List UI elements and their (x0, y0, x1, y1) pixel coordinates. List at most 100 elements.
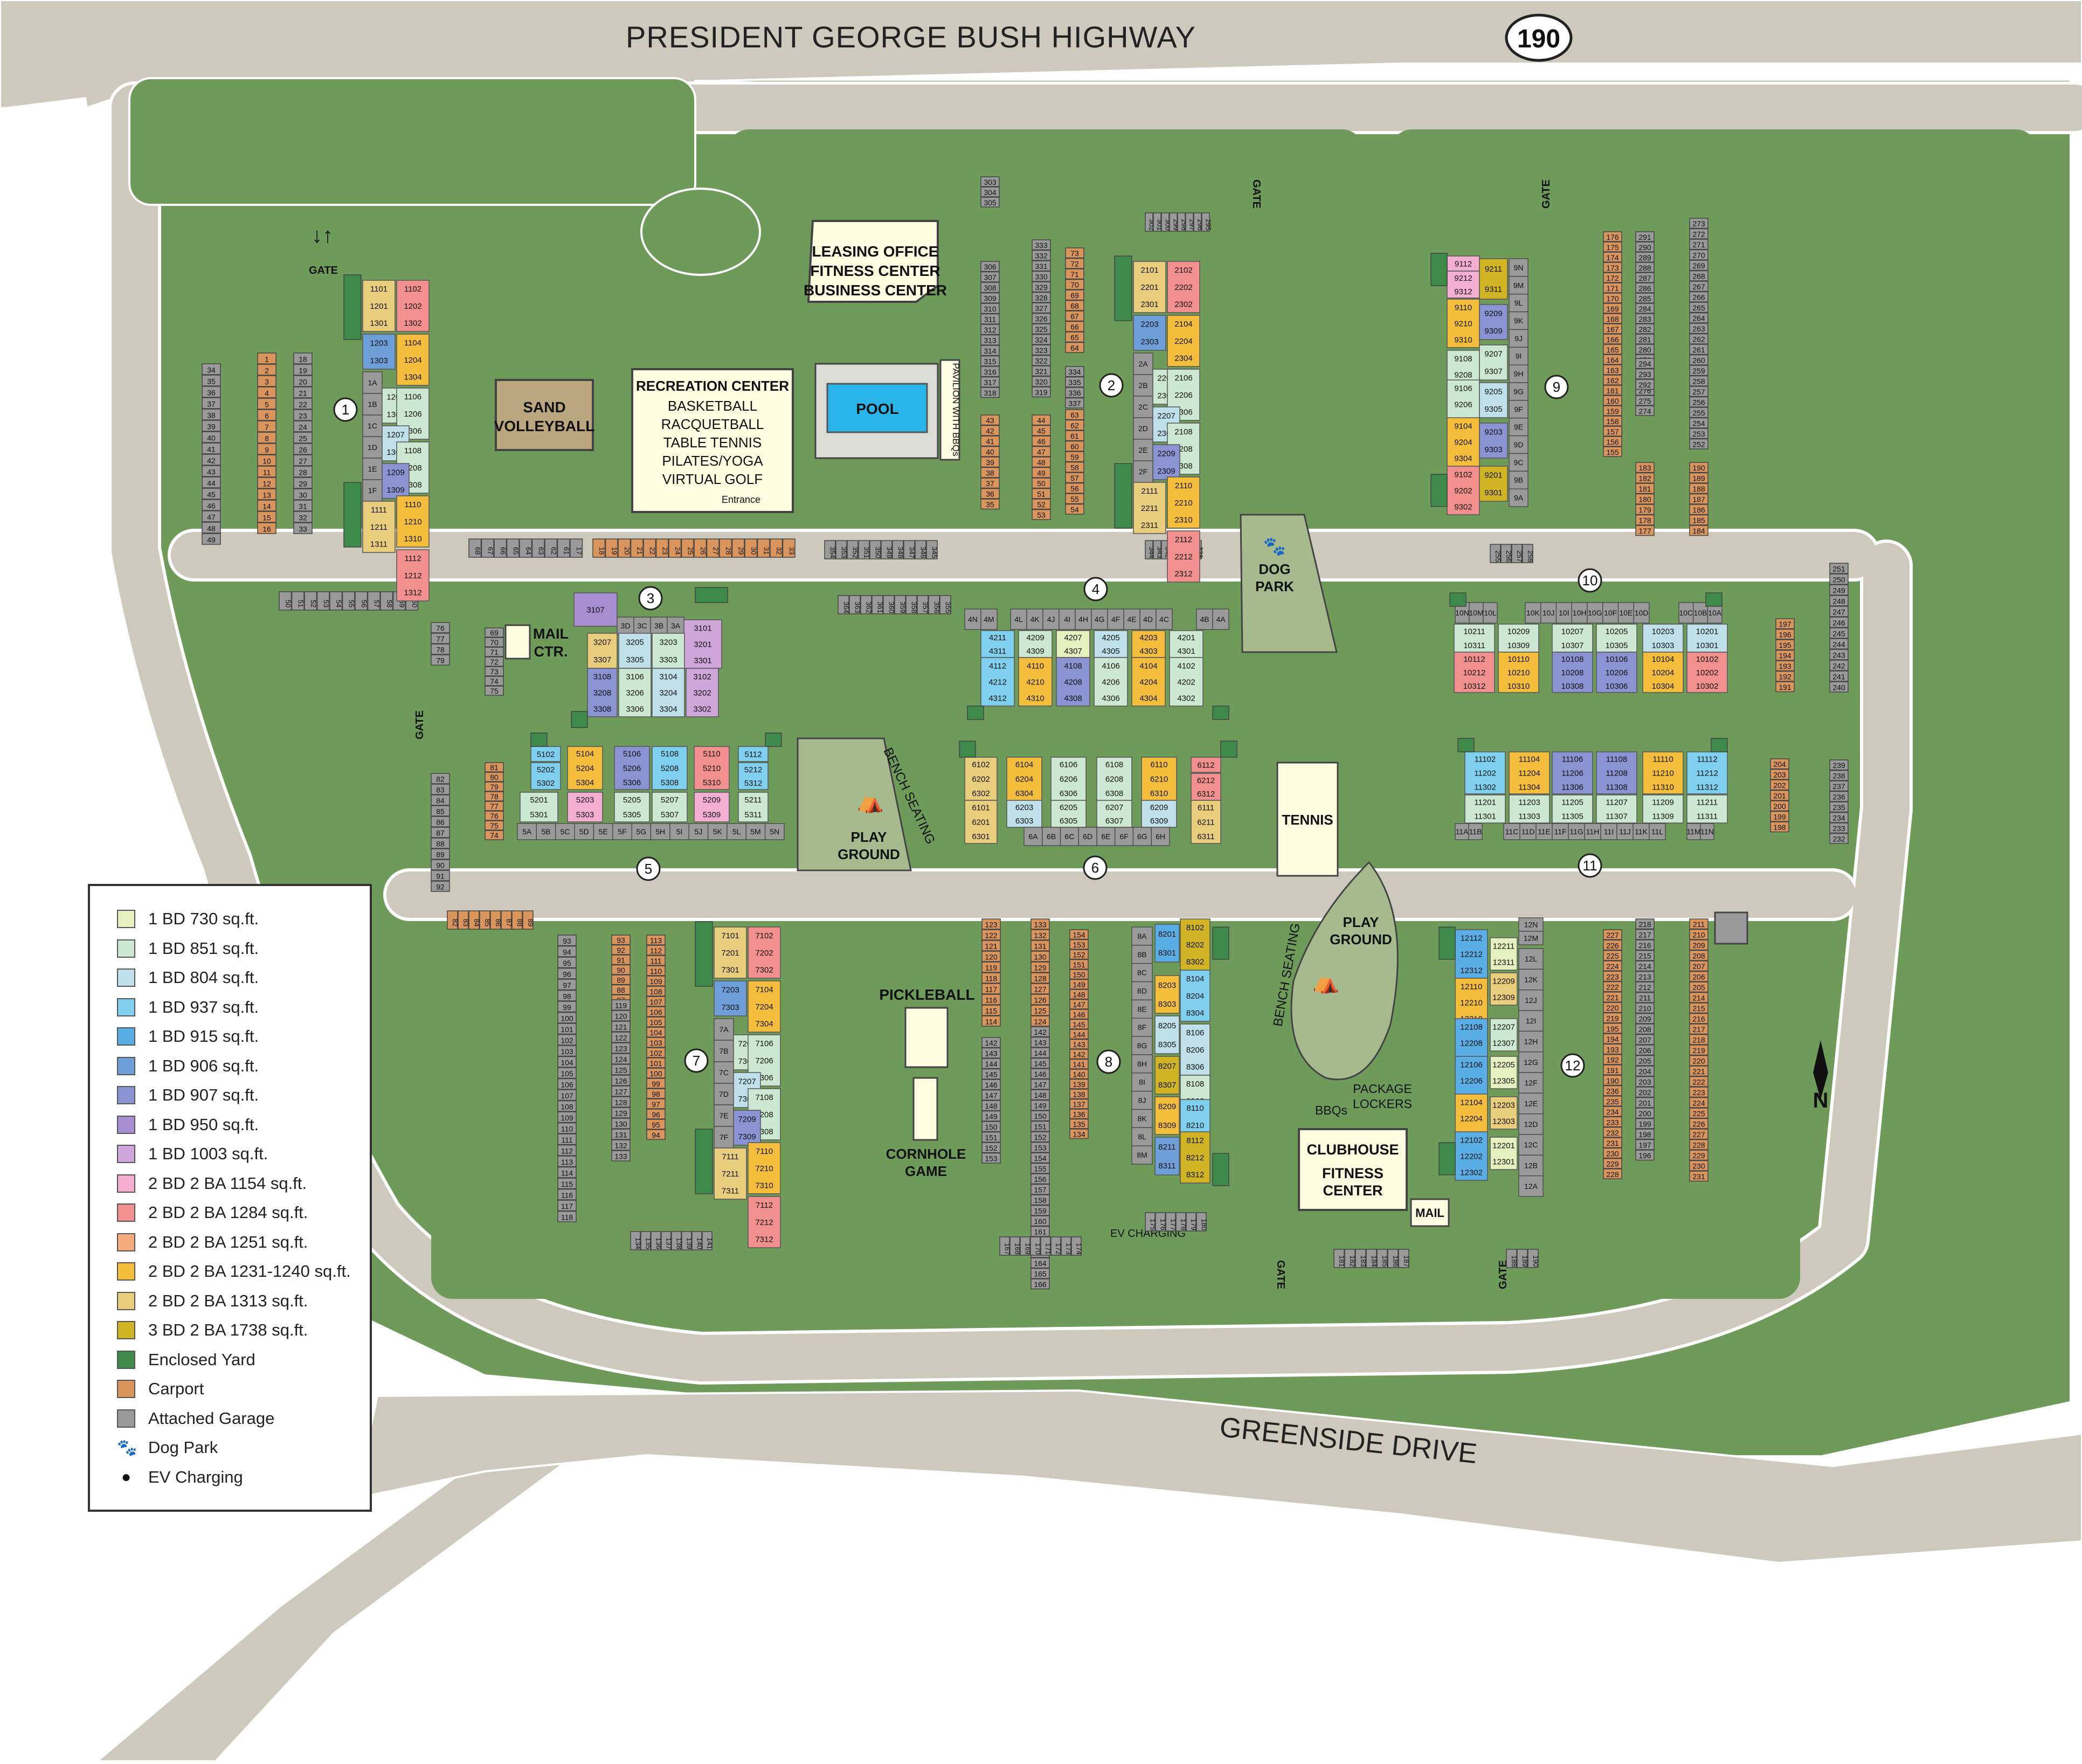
building-number[interactable]: 4 (1083, 577, 1108, 601)
unit-block[interactable]: 3107 (573, 592, 618, 627)
building-number[interactable]: 11 (1578, 853, 1602, 878)
recreation-center[interactable]: RECREATION CENTER BASKETBALL RACQUETBALL… (631, 368, 794, 513)
pavilion[interactable]: PAVILION WITH BBQs (939, 359, 961, 461)
pickleball-court[interactable]: PICKLEBALL (879, 986, 975, 1068)
dog-park[interactable]: 🐾 DOG PARK (1240, 514, 1338, 653)
unit-block[interactable]: 9112 (1447, 255, 1480, 272)
mail-center[interactable]: MAIL CTR. (504, 624, 569, 660)
building-number[interactable]: 7 (684, 1048, 709, 1073)
building-number[interactable]: 5 (636, 856, 661, 881)
cornhole-game[interactable]: CORNHOLE GAME (886, 1077, 966, 1179)
tennis-court[interactable]: TENNIS (1276, 762, 1339, 877)
building-number[interactable]: 12 (1560, 1053, 1585, 1078)
sand-volleyball[interactable]: SAND VOLLEYBALL (494, 379, 595, 451)
building-number[interactable]: 6 (1083, 855, 1108, 880)
play-ground-2[interactable]: ⛺ PLAY GROUND (1290, 861, 1399, 1081)
unit-block[interactable]: 5102 (530, 746, 561, 762)
unit-block[interactable]: 6112 (1191, 757, 1221, 773)
